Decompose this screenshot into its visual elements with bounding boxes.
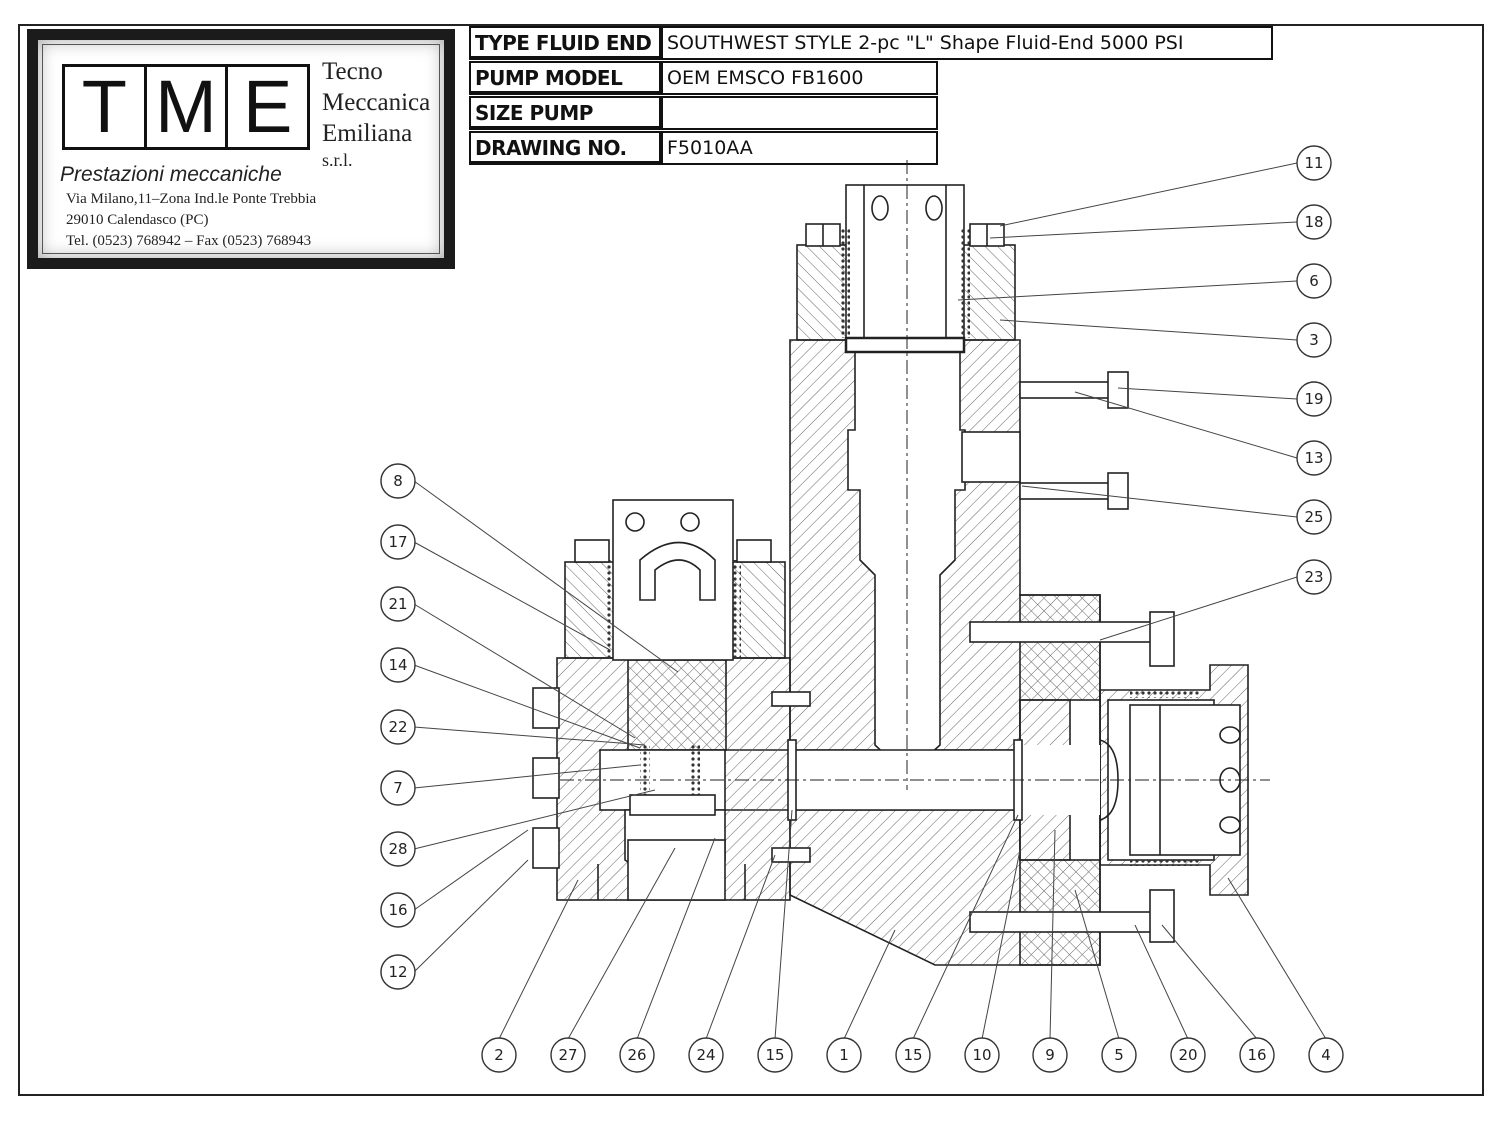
svg-text:3: 3 [1309, 331, 1319, 349]
type-fluid-end-label: TYPE FLUID END [469, 26, 663, 60]
logo-letter-e: E [243, 65, 293, 148]
svg-text:7: 7 [393, 779, 403, 797]
svg-text:6: 6 [1309, 272, 1319, 290]
callout-left-14: 14 [380, 647, 416, 683]
svg-text:5: 5 [1114, 1046, 1124, 1064]
svg-text:21: 21 [388, 595, 407, 613]
callout-right-18: 18 [1296, 204, 1332, 240]
svg-text:15: 15 [765, 1046, 784, 1064]
svg-text:13: 13 [1304, 449, 1323, 467]
callout-right-6: 6 [1296, 263, 1332, 299]
address-line3: Tel. (0523) 768942 – Fax (0523) 768943 [66, 233, 312, 249]
callout-left-17: 17 [380, 524, 416, 560]
callout-right-25: 25 [1296, 499, 1332, 535]
flange-bolt-lower [969, 911, 1171, 933]
callout-left-12: 12 [380, 954, 416, 990]
svg-text:11: 11 [1304, 154, 1323, 172]
callout-bottom-4: 4 [1308, 1037, 1344, 1073]
side-bolt-upper [532, 687, 560, 729]
svg-text:14: 14 [388, 656, 407, 674]
valve-seat-part-26 [629, 794, 716, 816]
size-pump-label: SIZE PUMP [469, 96, 663, 130]
svg-text:1: 1 [839, 1046, 849, 1064]
callout-bottom-1: 1 [826, 1037, 862, 1073]
company-name-line2: Meccanica [322, 89, 431, 116]
logo-panel-border [42, 44, 440, 254]
callout-bottom-15b: 15 [895, 1037, 931, 1073]
company-name-line3: Emiliana [322, 120, 413, 147]
callout-bubbles: 11 18 6 3 19 13 25 23 8 17 21 14 22 7 28… [380, 145, 1344, 1073]
callout-bottom-20: 20 [1170, 1037, 1206, 1073]
callout-right-13: 13 [1296, 440, 1332, 476]
type-fluid-end-value: SOUTHWEST STYLE 2-pc "L" Shape Fluid-End… [661, 26, 1273, 60]
svg-text:8: 8 [393, 472, 403, 490]
callout-bottom-16: 16 [1239, 1037, 1275, 1073]
logo-panel: T M E Tecno Meccanica Emiliana s.r.l. Pr… [36, 38, 446, 260]
leader-lines [413, 162, 1327, 1040]
callout-left-21: 21 [380, 586, 416, 622]
svg-text:15: 15 [903, 1046, 922, 1064]
address-line2: 29010 Calendasco (PC) [66, 212, 209, 228]
callout-bottom-26: 26 [619, 1037, 655, 1073]
svg-text:24: 24 [696, 1046, 715, 1064]
tme-logo-box: T M E [62, 64, 310, 150]
top-plug-part-6 [845, 184, 965, 341]
flange-bolt-upper [969, 621, 1171, 643]
svg-text:17: 17 [388, 533, 407, 551]
side-bolt-lower [532, 827, 560, 869]
callout-right-19: 19 [1296, 381, 1332, 417]
svg-text:12: 12 [388, 963, 407, 981]
size-pump-value [661, 96, 938, 130]
svg-text:23: 23 [1304, 568, 1323, 586]
callout-bottom-5: 5 [1101, 1037, 1137, 1073]
address-line1: Via Milano,11–Zona Ind.le Ponte Trebbia [66, 191, 317, 207]
company-tagline: Prestazioni meccaniche [60, 163, 282, 186]
callout-bottom-24: 24 [688, 1037, 724, 1073]
callout-right-11: 11 [1296, 145, 1332, 181]
svg-text:18: 18 [1304, 213, 1323, 231]
svg-text:28: 28 [388, 840, 407, 858]
svg-text:4: 4 [1321, 1046, 1331, 1064]
svg-text:20: 20 [1178, 1046, 1197, 1064]
logo-letter-m: M [147, 67, 229, 147]
drawing-frame [18, 24, 1484, 1096]
callout-left-7: 7 [380, 770, 416, 806]
company-name: Tecno Meccanica Emiliana s.r.l. [322, 56, 430, 171]
pump-model-label: PUMP MODEL [469, 61, 663, 95]
callout-bottom-2: 2 [481, 1037, 517, 1073]
svg-text:10: 10 [972, 1046, 991, 1064]
callout-left-8: 8 [380, 463, 416, 499]
svg-text:25: 25 [1304, 508, 1323, 526]
drawing-no-value: F5010AA [661, 131, 938, 165]
company-suffix: s.r.l. [322, 150, 353, 170]
callout-left-22: 22 [380, 709, 416, 745]
svg-text:16: 16 [388, 901, 407, 919]
svg-text:2: 2 [494, 1046, 504, 1064]
callout-bottom-15a: 15 [757, 1037, 793, 1073]
callout-bottom-9: 9 [1032, 1037, 1068, 1073]
company-address: Via Milano,11–Zona Ind.le Ponte Trebbia … [66, 189, 316, 252]
side-bolt-middle [532, 757, 560, 799]
callout-right-3: 3 [1296, 322, 1332, 358]
company-logo-block: T M E Tecno Meccanica Emiliana s.r.l. Pr… [27, 29, 455, 269]
callout-right-23: 23 [1296, 559, 1332, 595]
callout-bottom-10: 10 [964, 1037, 1000, 1073]
svg-text:16: 16 [1247, 1046, 1266, 1064]
callout-left-16: 16 [380, 892, 416, 928]
valve-spring-part-22 [640, 745, 650, 805]
stud-upper [1019, 381, 1111, 399]
svg-text:19: 19 [1304, 390, 1323, 408]
company-name-line1: Tecno [322, 58, 383, 85]
svg-text:27: 27 [558, 1046, 577, 1064]
svg-text:22: 22 [388, 718, 407, 736]
logo-letter-t: T [65, 67, 147, 147]
svg-text:9: 9 [1045, 1046, 1055, 1064]
callout-left-28: 28 [380, 831, 416, 867]
svg-text:26: 26 [627, 1046, 646, 1064]
callout-bottom-27: 27 [550, 1037, 586, 1073]
pump-model-value: OEM EMSCO FB1600 [661, 61, 938, 95]
drawing-no-label: DRAWING NO. [469, 131, 663, 165]
